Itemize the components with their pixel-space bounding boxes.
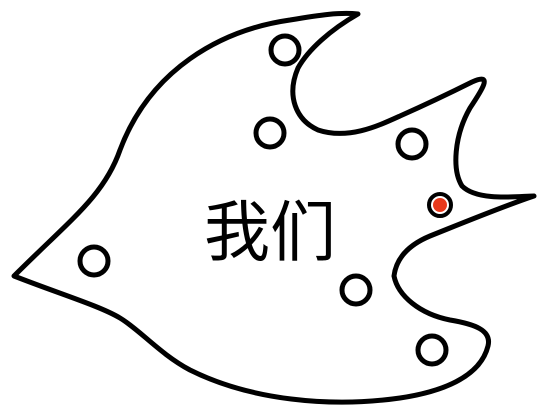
center-label: 我们 (204, 194, 336, 271)
hole[interactable] (342, 276, 370, 304)
hole[interactable] (256, 119, 284, 147)
hole[interactable] (418, 336, 446, 364)
active-marker (433, 198, 447, 212)
hole[interactable] (80, 247, 108, 275)
hole[interactable] (271, 36, 299, 64)
hole[interactable] (398, 130, 426, 158)
